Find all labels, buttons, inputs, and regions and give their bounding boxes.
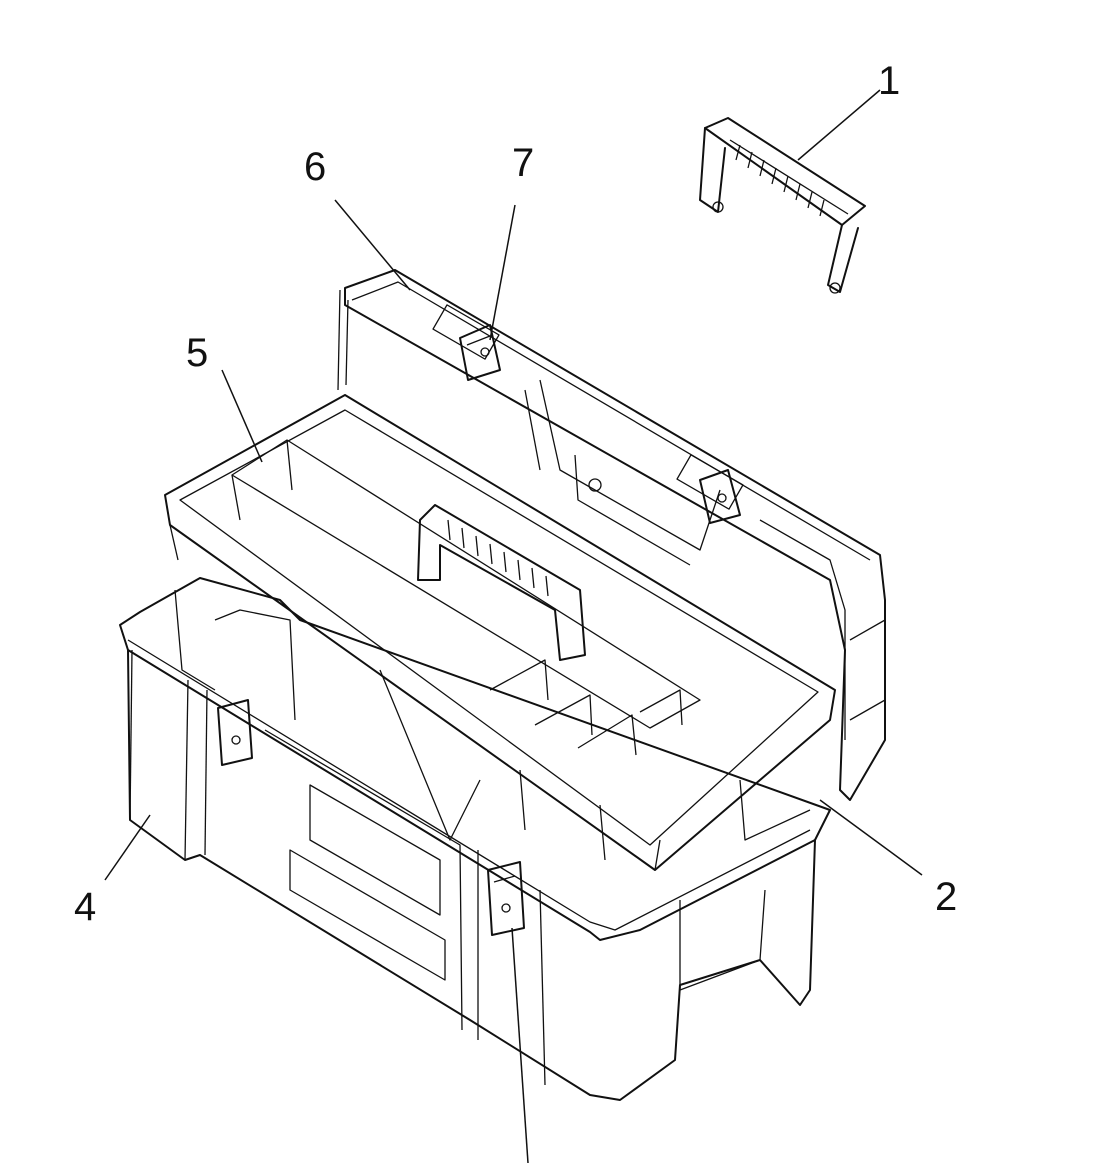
callout-5: 5 — [186, 331, 208, 375]
leader-4 — [104, 814, 151, 881]
callout-1: 1 — [878, 59, 900, 103]
leader-5 — [221, 369, 263, 463]
leader-6 — [334, 199, 411, 291]
callout-2: 2 — [935, 875, 957, 919]
lid-latch — [459, 324, 741, 524]
base-body — [119, 577, 831, 1101]
callout-7: 7 — [512, 141, 534, 185]
callout-4: 4 — [74, 885, 96, 929]
leader-2 — [819, 799, 923, 876]
leader-7 — [489, 204, 516, 341]
tray-handle-ribs — [447, 519, 549, 597]
leader-lines — [104, 89, 923, 1163]
handle-grip-ribs — [735, 144, 825, 217]
leader-3 — [511, 927, 529, 1163]
carry-handle — [699, 117, 866, 294]
leader-1 — [797, 89, 881, 161]
tray — [164, 394, 836, 871]
callout-6: 6 — [304, 145, 326, 189]
